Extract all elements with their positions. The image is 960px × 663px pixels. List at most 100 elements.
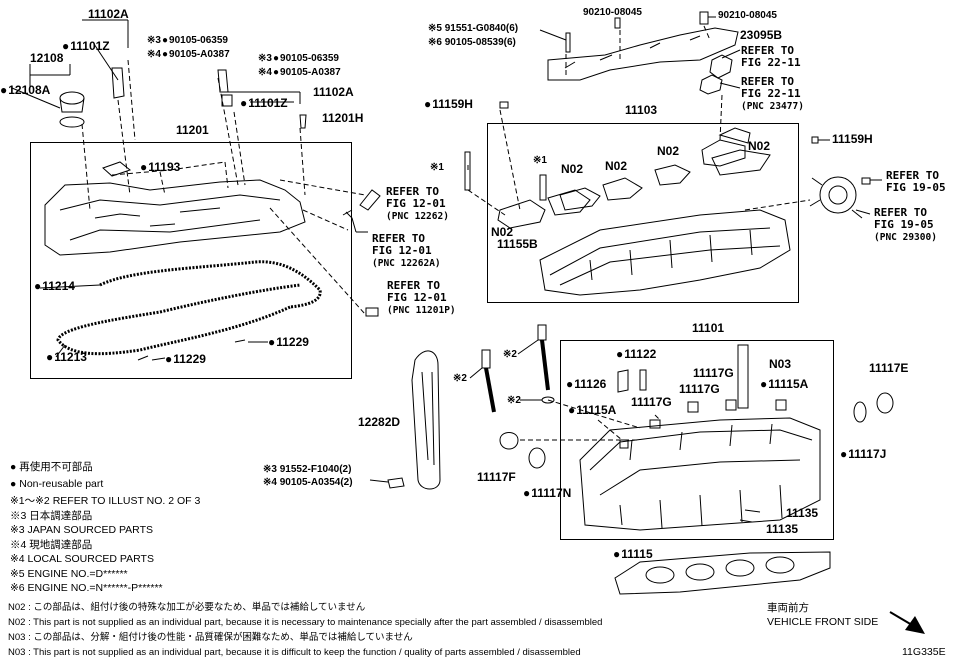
note-2-c: ※2 — [507, 395, 521, 406]
legend-engine-no-d: ※5 ENGINE NO.=D****** — [10, 568, 128, 580]
front-arrow-head — [905, 616, 925, 634]
part-11122[interactable]: 11122 — [616, 348, 656, 360]
refer-line-1: REFER TO — [387, 279, 440, 292]
part-11201-label: 11201 — [176, 123, 209, 137]
refer-fig-12-01-b[interactable]: REFER TO FIG 12-01 (PNC 12262A) — [372, 233, 441, 270]
bolt-90105-06359-b[interactable]: 90105-06359 — [273, 54, 339, 64]
part-11101Z-left[interactable]: 11101Z — [62, 40, 109, 52]
refer-pnc: (PNC 12262) — [386, 211, 449, 222]
note-5-bolt[interactable]: ※5 91551-G0840(6) — [428, 23, 519, 34]
part-11126[interactable]: 11126 — [566, 378, 606, 390]
legend-engine-no-n: ※6 ENGINE NO.=N******-P****** — [10, 582, 163, 594]
refer-line-1: REFER TO — [386, 185, 439, 198]
note-4-a: ※4 — [147, 49, 161, 60]
n02-label-a: N02 — [561, 162, 584, 176]
part-11117F[interactable]: 11117F — [477, 470, 516, 484]
refer-pnc: (PNC 29300) — [874, 232, 937, 243]
refer-pnc: (PNC 12262A) — [372, 258, 441, 269]
refer-line-2: FIG 12-01 — [372, 244, 432, 257]
part-11229-b[interactable]: 11229 — [165, 353, 206, 365]
footnote-n03-en: N03 : This part is not supplied as an in… — [8, 647, 581, 658]
legend-local-sourced-jp: ※4 現地調達部品 — [10, 539, 93, 551]
bolt-90105-A0387-a[interactable]: 90105-A0387 — [162, 50, 230, 60]
refer-line-1: REFER TO — [874, 206, 927, 219]
refer-fig-22-11-b[interactable]: REFER TO FIG 22-11 (PNC 23477) — [741, 76, 804, 113]
bolt-90105-A0354[interactable]: ※4 90105-A0354(2) — [263, 477, 353, 488]
part-23095B[interactable]: 23095B — [740, 28, 783, 42]
part-11159H-right[interactable]: 11159H — [832, 132, 873, 146]
refer-fig-12-01-c[interactable]: REFER TO FIG 12-01 (PNC 11201P) — [387, 280, 456, 317]
refer-line-2: FIG 19-05 — [874, 218, 934, 231]
n03-label: N03 — [769, 357, 792, 371]
refer-fig-19-05-a[interactable]: REFER TO FIG 19-05 — [886, 170, 946, 194]
part-11117G-c[interactable]: 11117G — [631, 395, 672, 409]
part-11117E[interactable]: 11117E — [869, 361, 909, 375]
part-11213[interactable]: 11213 — [46, 351, 87, 363]
n02-label-d: N02 — [748, 139, 771, 153]
note-2-b: ※2 — [453, 373, 467, 384]
part-12108A[interactable]: 12108A — [0, 84, 50, 96]
refer-line-2: FIG 12-01 — [386, 197, 446, 210]
part-11103-label: 11103 — [625, 103, 658, 117]
part-11117G-b[interactable]: 11117G — [679, 382, 720, 396]
vehicle-front-en: VEHICLE FRONT SIDE — [767, 616, 879, 628]
note-6-bolt[interactable]: ※6 90105-08539(6) — [428, 37, 516, 48]
part-11135-a[interactable]: 11135 — [786, 506, 819, 520]
part-11102A-top[interactable]: 11102A — [88, 7, 129, 21]
vehicle-front-jp: 車両前方 — [767, 602, 809, 614]
part-11115[interactable]: 11115 — [613, 548, 652, 560]
refer-line-2: FIG 12-01 — [387, 291, 447, 304]
n02-label-e: N02 — [491, 225, 514, 239]
part-11201H[interactable]: 11201H — [322, 111, 364, 125]
note-4-b: ※4 — [258, 67, 272, 78]
part-11135-b[interactable]: 11135 — [766, 522, 799, 536]
part-11193[interactable]: 11193 — [140, 161, 180, 173]
note-3-a: ※3 — [147, 35, 161, 46]
part-11115A-left[interactable]: 11115A — [568, 404, 616, 416]
legend-non-reusable-en: ● Non-reusable part — [10, 478, 104, 490]
part-11117G-a[interactable]: 11117G — [693, 366, 734, 380]
refer-line-1: REFER TO — [741, 75, 794, 88]
note-2-a: ※2 — [503, 349, 517, 360]
n02-label-c: N02 — [657, 144, 680, 158]
refer-line-1: REFER TO — [741, 44, 794, 57]
part-90210-08045-b[interactable]: 90210-08045 — [718, 10, 777, 21]
note-3-b: ※3 — [258, 53, 272, 64]
part-11159H-left[interactable]: 11159H — [424, 98, 473, 110]
part-11214[interactable]: 11214 — [34, 280, 75, 292]
part-90210-08045-a[interactable]: 90210-08045 — [583, 7, 642, 18]
bolt-91552-F1040[interactable]: ※3 91552-F1040(2) — [263, 464, 352, 475]
part-11102A-right[interactable]: 11102A — [313, 85, 354, 99]
part-11117J[interactable]: 11117J — [840, 448, 886, 460]
refer-fig-22-11-a[interactable]: REFER TO FIG 22-11 — [741, 45, 801, 69]
footnote-n03-jp: N03 : この部品は、分解・組付け後の性能・品質確保が困難なため、単品では補給… — [8, 632, 413, 643]
legend-non-reusable-jp: ● 再使用不可部品 — [10, 461, 93, 473]
part-11155B[interactable]: 11155B — [497, 237, 538, 251]
refer-line-2: FIG 22-11 — [741, 87, 801, 100]
legend-local-sourced-en: ※4 LOCAL SOURCED PARTS — [10, 553, 154, 565]
part-11117N[interactable]: 11117N — [523, 487, 571, 499]
cylinder-head-box — [560, 340, 834, 540]
refer-line-2: FIG 22-11 — [741, 56, 801, 69]
note-1-a: ※1 — [430, 162, 444, 173]
footnote-n02-jp: N02 : この部品は、組付け後の特殊な加工が必要なため、単品では補給していませ… — [8, 602, 366, 613]
part-11115A-right[interactable]: 11115A — [760, 378, 808, 390]
part-11101-label: 11101 — [692, 321, 725, 335]
part-11101Z-right[interactable]: 11101Z — [240, 97, 287, 109]
bolt-90105-06359-a[interactable]: 90105-06359 — [162, 36, 228, 46]
part-12108[interactable]: 12108 — [30, 51, 64, 65]
note-1-b: ※1 — [533, 155, 547, 166]
valve-cover-box — [30, 142, 352, 379]
refer-pnc: (PNC 11201P) — [387, 305, 456, 316]
legend-refer-illust: ※1～※2 REFER TO ILLUST NO. 2 OF 3 — [10, 495, 201, 507]
bolt-90105-A0387-b[interactable]: 90105-A0387 — [273, 68, 341, 78]
part-11229-a[interactable]: 11229 — [268, 336, 309, 348]
camshaft-housing-box — [487, 123, 799, 303]
refer-fig-12-01-a[interactable]: REFER TO FIG 12-01 (PNC 12262) — [386, 186, 449, 223]
refer-fig-19-05-b[interactable]: REFER TO FIG 19-05 (PNC 29300) — [874, 207, 937, 244]
refer-line-2: FIG 19-05 — [886, 181, 946, 194]
part-12282D[interactable]: 12282D — [358, 415, 401, 429]
illustration-code: 11G335E — [902, 646, 946, 658]
refer-line-1: REFER TO — [372, 232, 425, 245]
